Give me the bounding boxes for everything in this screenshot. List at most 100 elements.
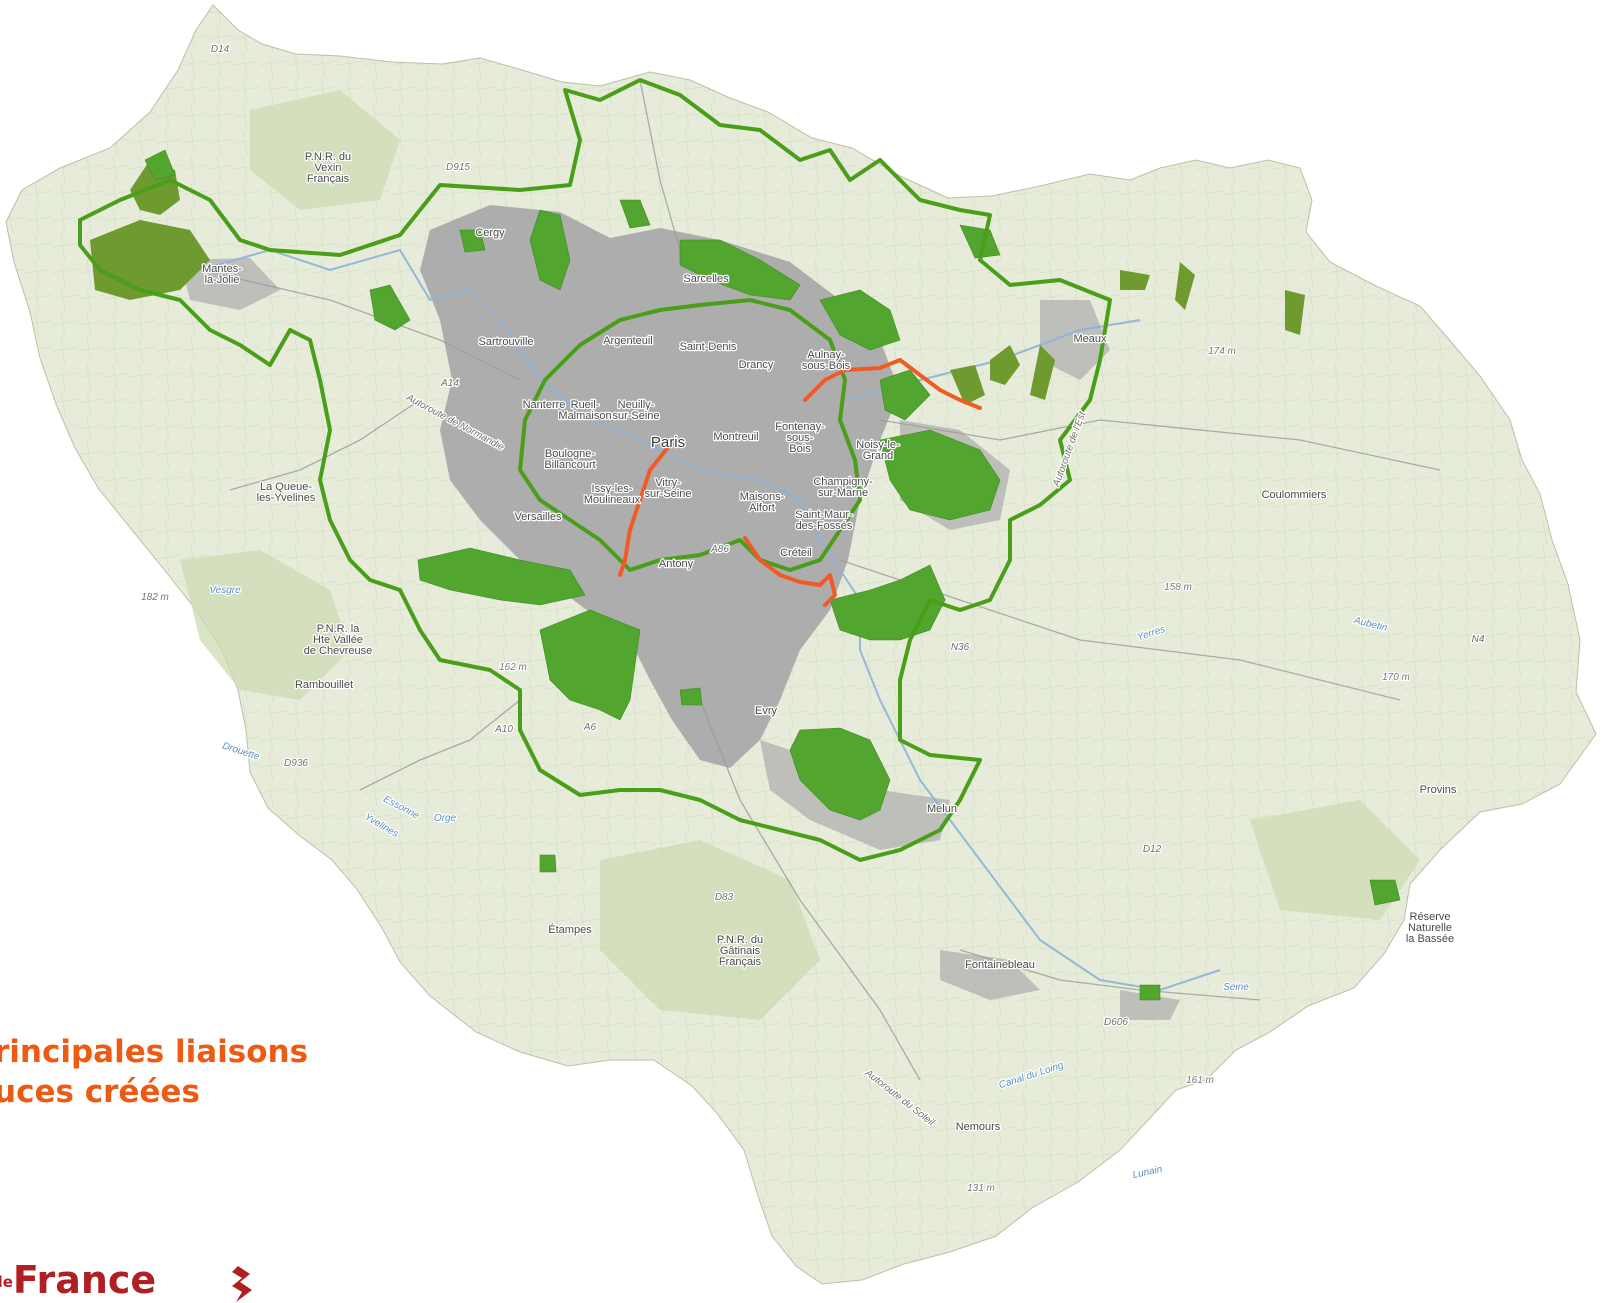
map-label-e-182: 182 m	[141, 592, 169, 603]
map-label-d12: D12	[1143, 844, 1162, 855]
map-label-line: Hte Vallée	[313, 634, 363, 646]
map-label-line: Vexin	[315, 162, 342, 174]
map-label-line: La Queue-	[260, 481, 312, 493]
caption-line-2: uces créées	[0, 1074, 200, 1110]
map-label-paris: Paris	[651, 434, 685, 451]
map-label-line: les-Yvelines	[257, 492, 316, 504]
map-label-line: Étampes	[548, 923, 592, 936]
map-label-lunain: Lunain	[1132, 1164, 1164, 1181]
map-label-etampes: Étampes	[548, 923, 592, 936]
map-label-nemours: Nemours	[956, 1121, 1001, 1133]
map-label-line: 182 m	[141, 592, 169, 603]
map-label-line: Argenteuil	[603, 335, 653, 347]
map-label-boulogne: Boulogne-Billancourt	[544, 448, 595, 471]
map-label-line: Fontainebleau	[965, 959, 1035, 971]
flame-logo-icon	[232, 1266, 252, 1302]
map-label-d606: D606	[1104, 1017, 1128, 1028]
map-label-line: Fontenay-	[775, 421, 825, 433]
map-label-provins: Provins	[1420, 784, 1457, 796]
map-label-a86: A86	[710, 544, 729, 555]
map-label-e-162: 162 m	[499, 662, 527, 673]
map-label-line: Alfort	[749, 502, 775, 514]
map-label-line: D936	[284, 758, 308, 769]
map-label-line: de Chevreuse	[304, 645, 373, 657]
map-label-line: 162 m	[499, 662, 527, 673]
map-label-line: des-Fossés	[796, 520, 853, 532]
map-label-argenteuil: Argenteuil	[603, 335, 653, 347]
map-label-line: Sarcelles	[683, 273, 729, 285]
map-label-line: Gâtinais	[720, 945, 761, 957]
green-belt-boundary	[78, 78, 1112, 862]
map-label-line: Montreuil	[713, 431, 758, 443]
map-label-line: Malmaison	[558, 410, 611, 422]
map-label-line: Neuilly-	[618, 399, 655, 411]
map-label-line: Créteil	[780, 547, 812, 559]
map-label-line: Aulnay-	[807, 349, 845, 361]
map-label-versailles: Versailles	[514, 511, 562, 523]
map-label-cergy: Cergy	[475, 227, 505, 239]
map-label-a6: A6	[583, 722, 597, 733]
map-label-vitry: Vitry-sur-Seine	[644, 477, 691, 500]
map-label-line: Saint-Denis	[680, 341, 737, 353]
map-label-fontainebleau: Fontainebleau	[965, 959, 1035, 971]
map-label-line: Maisons-	[740, 491, 785, 503]
map-label-n36: N36	[951, 642, 970, 653]
map-label-aulnay: Aulnay-sous-Bois	[802, 349, 851, 372]
inner-green-ring	[518, 298, 862, 572]
map-label-line: sur-Marne	[818, 487, 868, 499]
map-label-melun: Melun	[927, 803, 957, 815]
map-label-line: D915	[446, 162, 470, 173]
map-label-e-158: 158 m	[1164, 582, 1192, 593]
map-label-montreuil: Montreuil	[713, 431, 758, 443]
map-label-vesgre: Vesgre	[209, 585, 241, 596]
new-links	[618, 358, 982, 607]
map-label-line: Naturelle	[1408, 922, 1452, 934]
map-label-line: Issy-les-	[592, 483, 633, 495]
map-label-line: D14	[211, 44, 230, 55]
map-label-line: sur-Seine	[612, 410, 659, 422]
map-label-line: Nanterre	[523, 399, 566, 411]
map-label-line: Rambouillet	[295, 679, 353, 691]
map-label-creteil: Créteil	[780, 547, 812, 559]
map-label-line: Grand	[863, 450, 894, 462]
map-label-saint-maur: Saint-Maur-des-Fossés	[795, 509, 853, 532]
map-label-line: A14	[440, 378, 459, 389]
map-label-line: Champigny-	[813, 476, 873, 488]
map-label-line: sous-Bois	[802, 360, 851, 372]
map-caption: rincipales liaisons uces créées	[0, 1032, 414, 1112]
map-label-line: 131 m	[967, 1183, 995, 1194]
map-label-line: N36	[951, 642, 970, 653]
map-label-mantes: Mantes-la-Jolie	[202, 263, 242, 286]
logo-prefix: de	[0, 1273, 13, 1291]
forest-reservoirs	[144, 149, 1401, 1001]
map-label-d14: D14	[211, 44, 230, 55]
map-label-e-131: 131 m	[967, 1183, 995, 1194]
map-label-line: Evry	[755, 705, 778, 717]
map-label-line: Seine	[1223, 982, 1249, 993]
map-label-sartrouville: Sartrouville	[478, 336, 533, 348]
map-label-line: sur-Seine	[644, 488, 691, 500]
map-label-d915: D915	[446, 162, 470, 173]
map-label-line: Billancourt	[544, 459, 595, 471]
map-label-coulommiers: Coulommiers	[1262, 489, 1327, 501]
map-label-line: Bois	[789, 443, 811, 455]
map-label-line: 161 m	[1186, 1075, 1214, 1086]
map-label-line: Provins	[1420, 784, 1457, 796]
map-label-line: P.N.R. du	[717, 934, 763, 946]
map-label-line: Versailles	[514, 511, 562, 523]
map-label-line: Sartrouville	[478, 336, 533, 348]
map-label-line: D12	[1143, 844, 1162, 855]
map-label-seine: Seine	[1223, 982, 1249, 993]
caption-line-1: rincipales liaisons	[0, 1034, 309, 1070]
map-label-line: 174 m	[1208, 346, 1236, 357]
map-label-antony: Antony	[659, 558, 694, 570]
map-label-line: Coulommiers	[1262, 489, 1327, 501]
map-label-line: D83	[715, 892, 734, 903]
map-label-a10: A10	[494, 724, 513, 735]
map-label-evry: Evry	[755, 705, 778, 717]
map-label-line: Vesgre	[209, 585, 241, 596]
